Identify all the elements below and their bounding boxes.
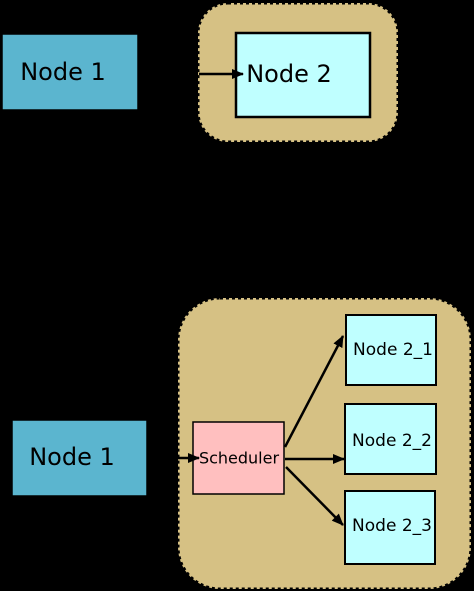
- scheduler-label: Scheduler: [199, 449, 280, 468]
- scheduler-to-node-2-3-arrow: [285, 466, 344, 526]
- top-node-1-label: Node 1: [20, 58, 106, 86]
- top-node-2-box: [234, 31, 372, 119]
- target-node-2-3-box: [344, 490, 436, 565]
- top-node-1-box: [1, 33, 139, 111]
- scheduler-to-node-2-1-arrow: [283, 335, 345, 448]
- top-node-2-label: Node 2: [246, 60, 332, 88]
- target-node-2-3-label: Node 2_3: [352, 516, 432, 536]
- top-diagram: Node 1 Node 2: [1, 1, 400, 144]
- target-node-2-1-label: Node 2_1: [353, 340, 433, 360]
- target-node-2-1-box: [345, 314, 437, 386]
- bottom-node-1-label: Node 1: [29, 443, 115, 471]
- bottom-diagram: Node 1 Scheduler Node 2_1 Node 2_2 Node …: [11, 296, 473, 591]
- target-node-2-2-box: [344, 403, 437, 475]
- bottom-node-1-box: [11, 419, 148, 497]
- target-node-2-2-label: Node 2_2: [352, 431, 432, 451]
